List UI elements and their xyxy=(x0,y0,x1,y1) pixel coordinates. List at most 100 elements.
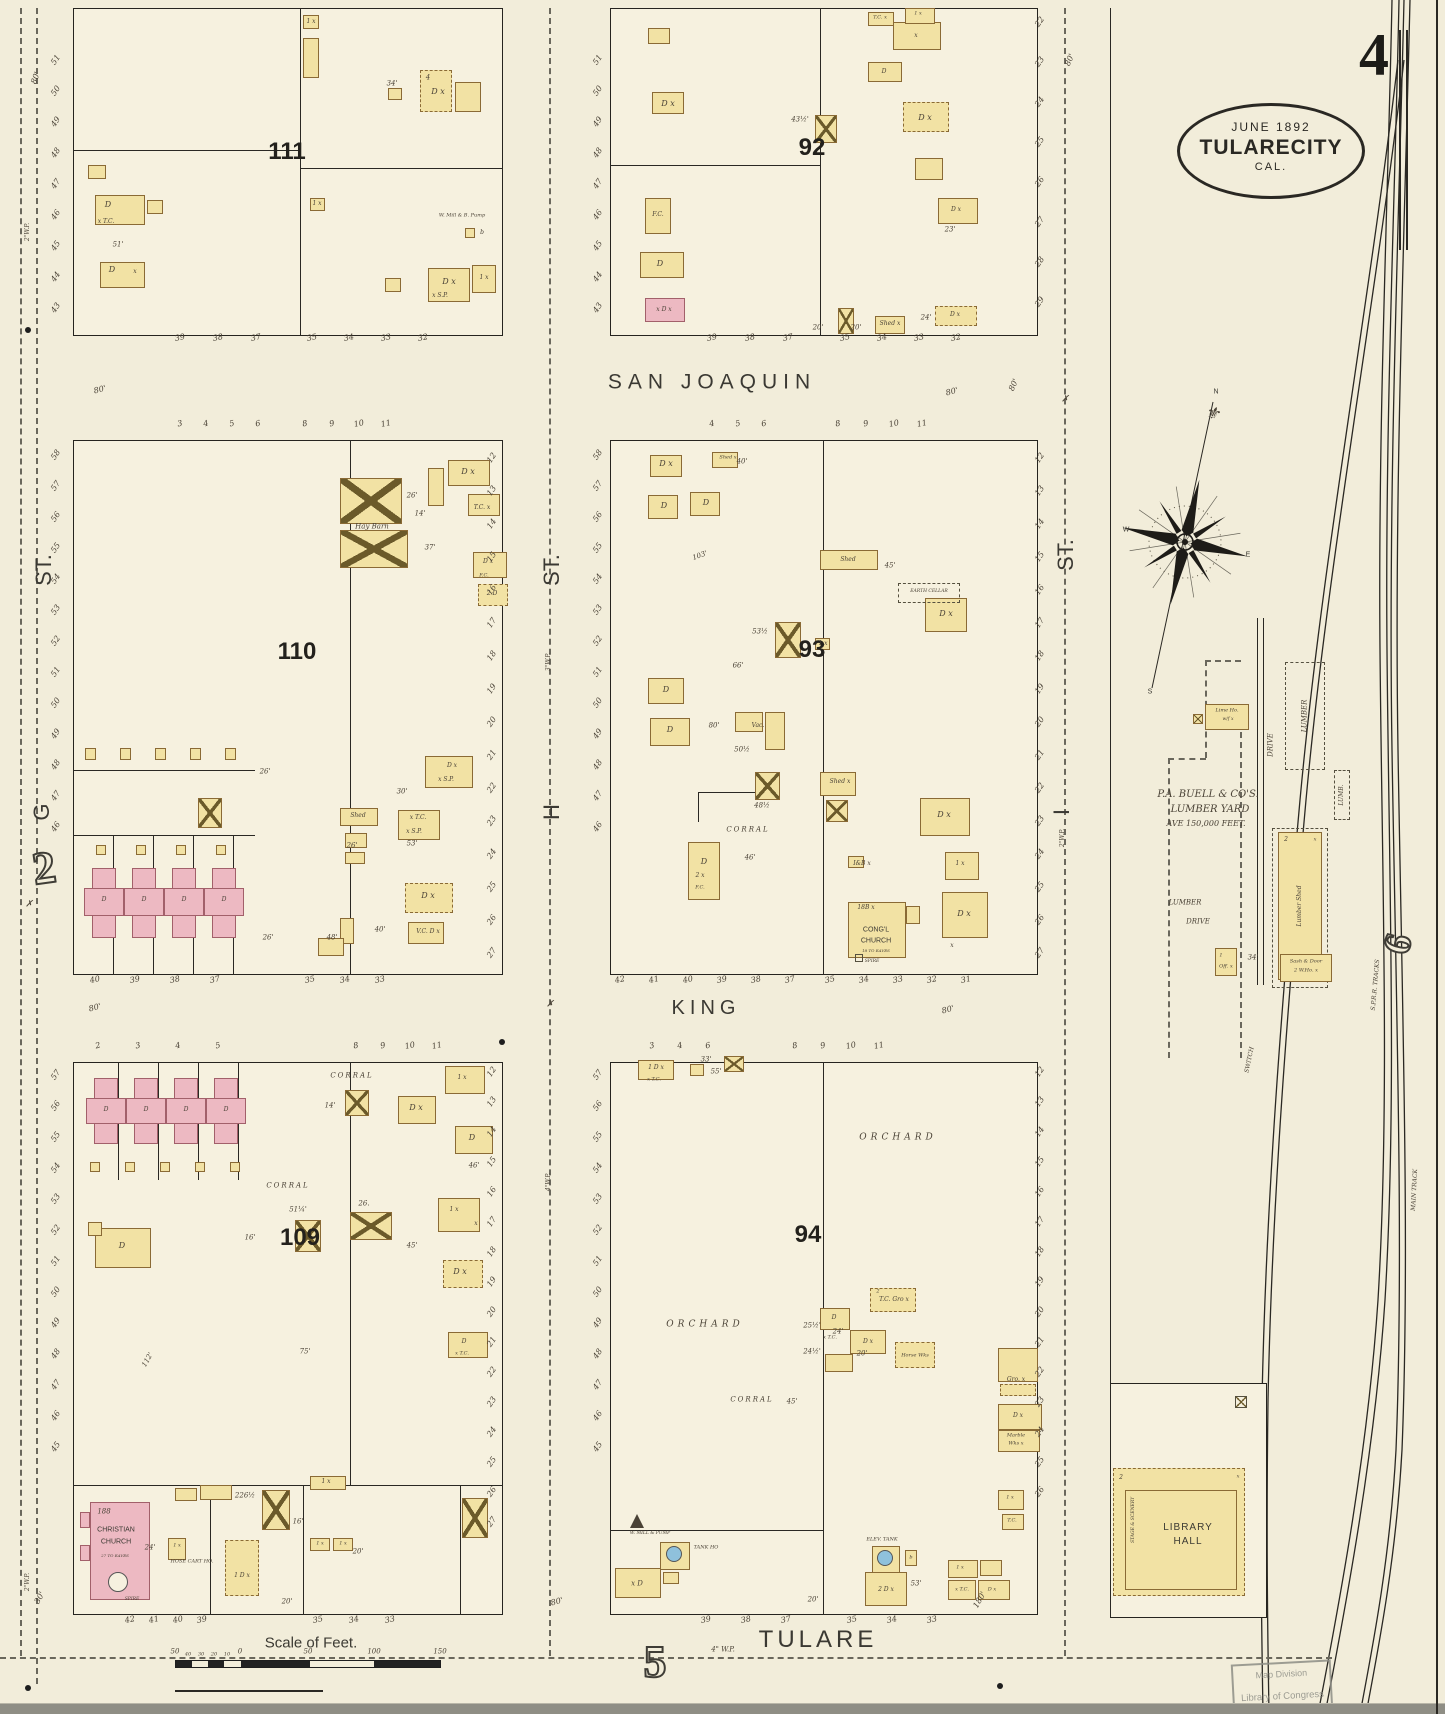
scale-tick-label: 50 xyxy=(170,1647,180,1656)
street-name-label: H xyxy=(539,804,564,820)
building-footprint xyxy=(126,1098,166,1124)
map-annotation: 1 x xyxy=(1006,1494,1014,1501)
map-annotation: 14' xyxy=(414,509,426,518)
lot-number: 50 xyxy=(48,695,63,710)
map-annotation: x xyxy=(474,1220,478,1227)
lot-number: 48 xyxy=(48,757,63,772)
map-annotation: W. MILL & PUMP xyxy=(629,1530,671,1536)
street-center-dashed-line xyxy=(1168,758,1206,760)
map-annotation: Wks x xyxy=(1008,1440,1024,1447)
lot-number: 45 xyxy=(48,1439,63,1454)
map-annotation: 1 x xyxy=(457,1074,467,1081)
lot-number: 35 xyxy=(303,974,316,985)
building-footprint xyxy=(340,918,354,944)
building-footprint xyxy=(88,165,106,179)
survey-dot-icon xyxy=(25,1685,31,1691)
map-annotation: N xyxy=(1213,388,1219,396)
lot-number: 54 xyxy=(590,1160,605,1175)
map-annotation: x T.C. xyxy=(455,1350,469,1357)
map-annotation: D xyxy=(223,1106,229,1113)
map-annotation: D xyxy=(103,1106,109,1113)
lot-number: 42 xyxy=(123,1614,136,1625)
map-annotation: 48' xyxy=(326,933,338,942)
building-footprint xyxy=(303,38,319,78)
map-annotation: S xyxy=(1147,688,1153,696)
lot-number: 54 xyxy=(48,1160,63,1175)
building-footprint xyxy=(438,1198,480,1232)
map-annotation: 1 xyxy=(1219,952,1223,959)
lot-number: 52 xyxy=(48,633,63,648)
map-annotation: D x xyxy=(987,1586,997,1593)
street-name-label: SAN JOAQUIN xyxy=(607,370,817,394)
building-footprint xyxy=(945,852,979,880)
building-footprint xyxy=(443,1260,483,1288)
building-footprint xyxy=(895,1342,935,1368)
map-annotation: CORRAL xyxy=(266,1181,310,1190)
lot-number: 55 xyxy=(590,540,605,555)
map-annotation: x xyxy=(1313,836,1317,843)
map-annotation: D x xyxy=(482,558,494,565)
map-annotation: D xyxy=(181,896,187,903)
building-footprint xyxy=(473,552,507,578)
map-annotation: CORRAL xyxy=(726,825,770,834)
map-annotation: 24' xyxy=(144,1543,156,1552)
lot-line xyxy=(698,792,700,822)
map-annotation: Marble xyxy=(1006,1432,1026,1439)
map-annotation: 45' xyxy=(406,1241,418,1250)
building-footprint xyxy=(472,265,496,293)
map-annotation: W xyxy=(1122,526,1130,534)
map-annotation: LUMBER xyxy=(1300,699,1309,733)
water-tank-icon xyxy=(666,1546,682,1562)
lot-number: 3 xyxy=(134,1040,142,1051)
lot-number: 9 xyxy=(862,418,870,429)
lot-number: 48 xyxy=(590,145,605,160)
map-annotation: 26. xyxy=(358,1199,370,1208)
map-annotation: S.P.R.R. TRACKS xyxy=(1369,959,1382,1011)
map-annotation: 26' xyxy=(259,767,271,776)
building-footprint xyxy=(478,584,508,606)
building-footprint xyxy=(815,638,830,650)
building-footprint xyxy=(775,622,801,658)
building-footprint xyxy=(90,1162,100,1172)
map-annotation: x S.P. xyxy=(406,828,422,835)
lot-number: 57 xyxy=(48,478,63,493)
scale-tick-label: 100 xyxy=(367,1647,381,1656)
building-footprint xyxy=(345,852,365,864)
stamp-line-1: Map Division xyxy=(1255,1667,1308,1681)
lot-number: 6 xyxy=(704,1040,712,1051)
scale-title: Scale of Feet. xyxy=(264,1634,358,1652)
building-footprint xyxy=(815,115,837,143)
lot-number: 35 xyxy=(305,332,318,343)
map-annotation: 1 x xyxy=(479,274,489,281)
building-footprint xyxy=(915,158,943,180)
map-annotation: 30' xyxy=(396,787,408,796)
map-annotation: D xyxy=(881,68,887,75)
map-annotation: D x xyxy=(862,1338,874,1345)
lot-number: 35 xyxy=(311,1614,324,1625)
building-footprint xyxy=(652,92,684,114)
lot-number: 42 xyxy=(613,974,626,985)
building-footprint xyxy=(465,228,475,238)
margin-rule xyxy=(1399,30,1401,250)
scale-tick-label: 150 xyxy=(433,1647,447,1656)
building-footprint xyxy=(125,1162,135,1172)
map-annotation: D x xyxy=(446,762,458,769)
building-footprint xyxy=(195,1162,205,1172)
map-annotation: D xyxy=(118,1241,126,1250)
street-center-dashed-line xyxy=(1168,758,1170,1058)
lot-line xyxy=(175,1690,323,1692)
map-annotation: x T.C. xyxy=(955,1586,969,1593)
map-annotation: Shed x xyxy=(879,320,901,327)
building-footprint xyxy=(136,845,146,855)
lot-number: 52 xyxy=(590,1222,605,1237)
lot-number: 48 xyxy=(48,1346,63,1361)
lot-number: 34 xyxy=(885,1614,898,1625)
margin-rule xyxy=(1406,30,1408,250)
map-annotation: 2"W.P. xyxy=(24,1572,31,1592)
map-annotation: CHURCH xyxy=(860,937,892,945)
lot-number: 45 xyxy=(48,238,63,253)
map-annotation: T.C. x xyxy=(873,14,887,21)
building-footprint xyxy=(948,1560,978,1578)
map-annotation: D xyxy=(143,1106,149,1113)
map-annotation: D x xyxy=(957,909,971,918)
